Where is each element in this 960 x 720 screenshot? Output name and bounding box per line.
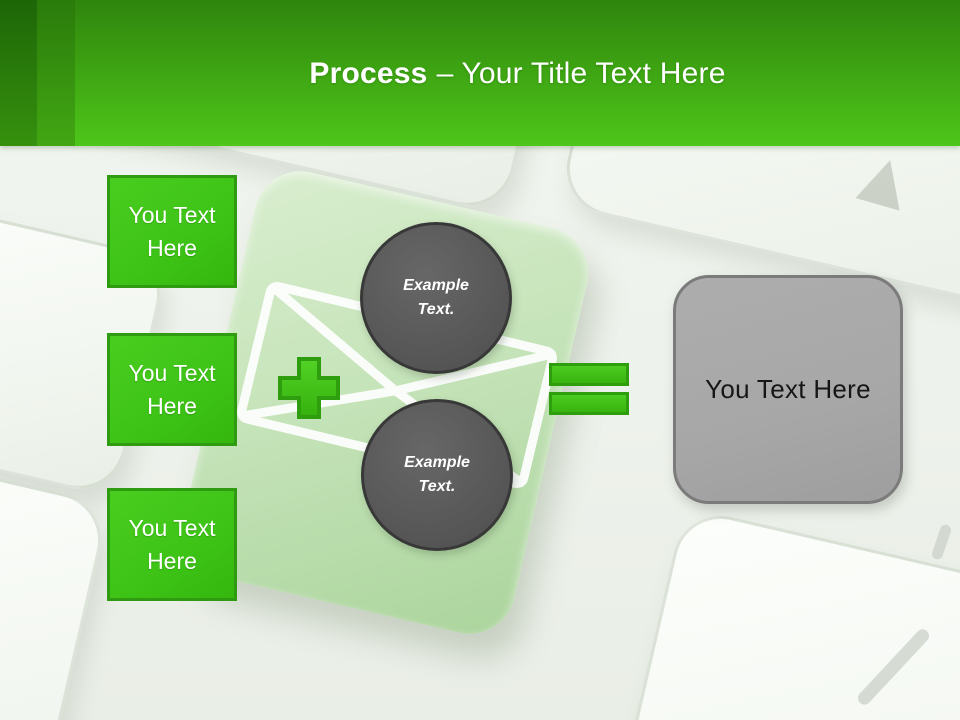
header-accent-stripe-dark	[0, 0, 37, 146]
slide-title-rest: – Your Title Text Here	[436, 57, 726, 90]
slide-title: Process – Your Title Text Here	[75, 56, 960, 92]
text-placeholder-label: You Text Here	[128, 360, 216, 419]
equals-sign-top-bar	[549, 363, 629, 386]
text-placeholder-box-3: You Text Here	[107, 488, 237, 601]
plus-sign-icon	[276, 355, 342, 421]
result-placeholder-box: You Text Here	[673, 275, 903, 504]
equals-sign-bottom-bar	[549, 392, 629, 415]
text-placeholder-box-2: You Text Here	[107, 333, 237, 446]
slide-header: Process – Your Title Text Here	[0, 0, 960, 146]
key-glyph-dash	[930, 523, 953, 561]
white-key	[0, 446, 111, 720]
slide-title-emphasis: Process	[309, 57, 428, 90]
white-key	[588, 506, 960, 720]
result-placeholder-label: You Text Here	[705, 374, 871, 404]
text-placeholder-label: You Text Here	[128, 202, 216, 261]
example-circle-label: Example Text.	[403, 277, 469, 318]
text-placeholder-label: You Text Here	[128, 515, 216, 574]
header-accent-stripe-medium	[37, 0, 75, 146]
example-circle-1: Example Text.	[360, 222, 512, 374]
example-circle-label: Example Text.	[404, 454, 470, 495]
example-circle-2: Example Text.	[361, 399, 513, 551]
text-placeholder-box-1: You Text Here	[107, 175, 237, 288]
